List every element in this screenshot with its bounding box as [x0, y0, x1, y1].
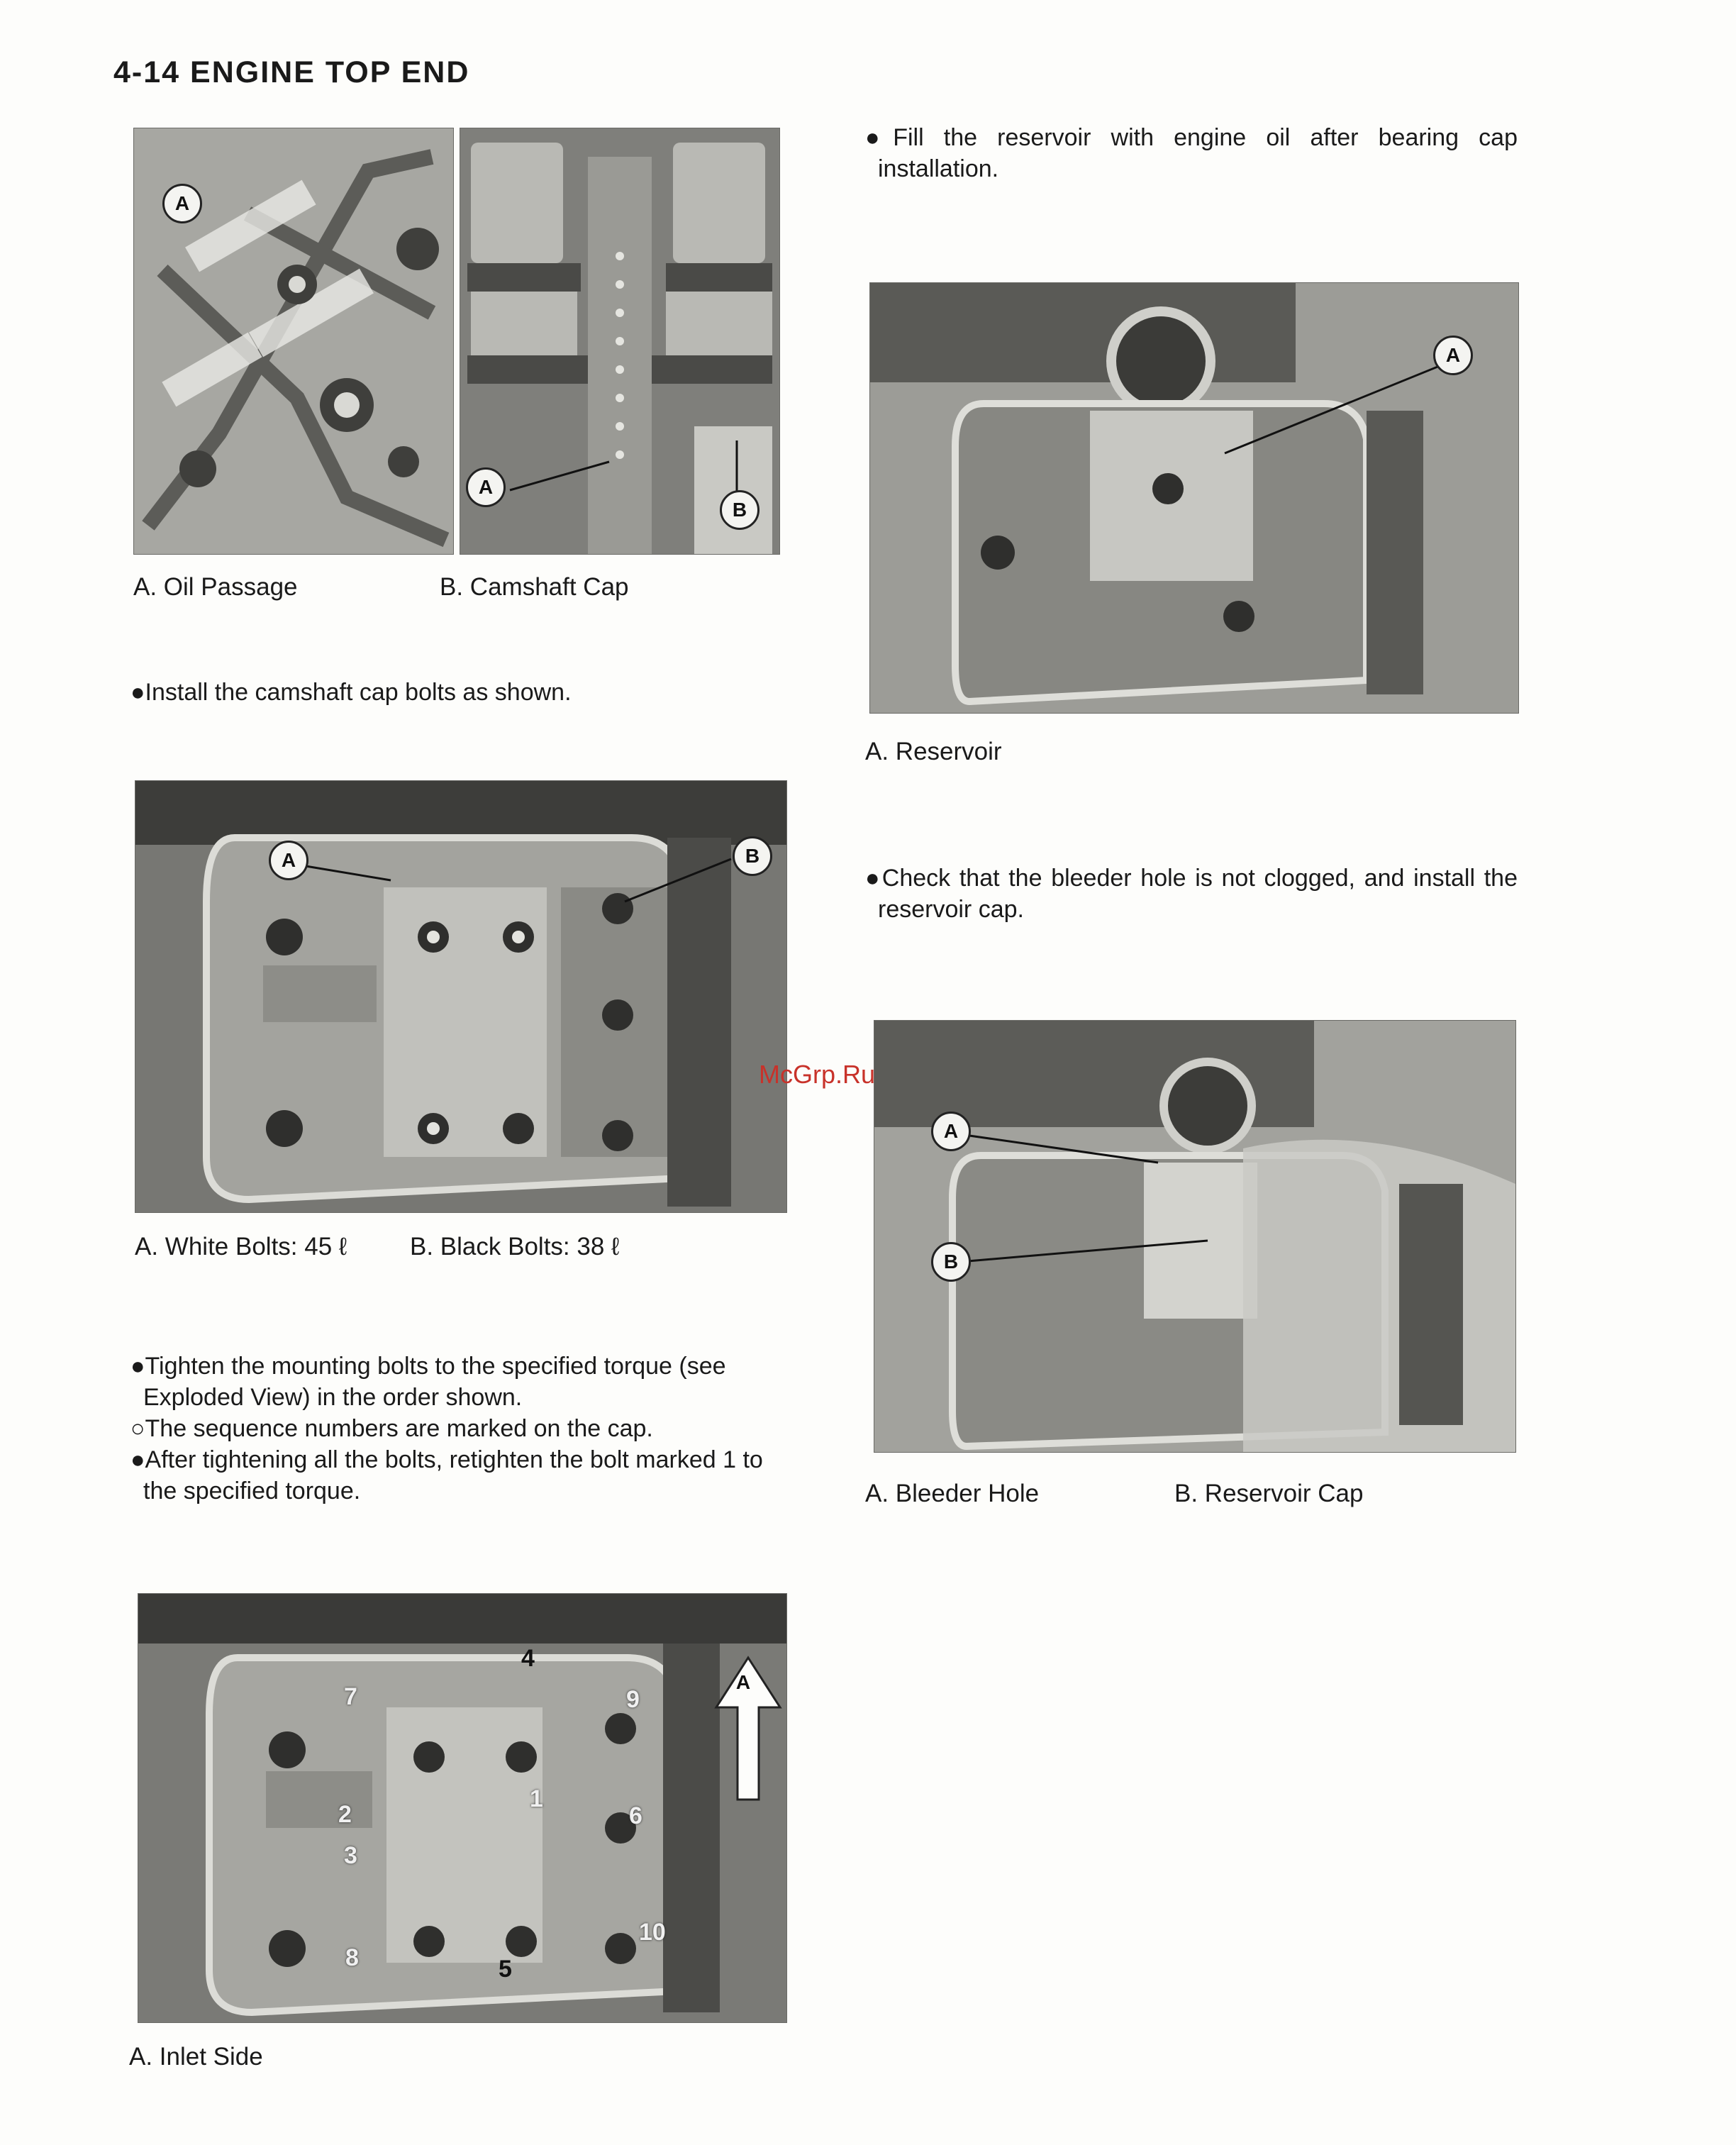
sequence-number-2: 2	[338, 1801, 352, 1828]
instruction-install-bolts: ●Install the camshaft cap bolts as shown…	[130, 679, 572, 706]
instruction-check-bleeder: ●Check that the bleeder hole is not clog…	[865, 865, 1518, 923]
callout-a-oil-passage-2: A	[466, 467, 506, 507]
caption-white-bolts: A. White Bolts: 45 ℓ	[135, 1233, 347, 1260]
sequence-number-10: 10	[639, 1919, 666, 1946]
caption-reservoir-cap: B. Reservoir Cap	[1174, 1480, 1364, 1507]
caption-reservoir: A. Reservoir	[865, 738, 1002, 765]
instruction-retighten: ●After tightening all the bolts, retight…	[130, 1446, 763, 1504]
sequence-number-3: 3	[344, 1842, 357, 1869]
bleeder-hole-photo: A B	[874, 1020, 1516, 1453]
reservoir-photo: A	[869, 282, 1519, 714]
sequence-number-8: 8	[345, 1944, 359, 1971]
callout-a-reservoir: A	[1433, 336, 1473, 375]
camshaft-bolts-photo: A B	[135, 780, 787, 1213]
page-title: 4-14 ENGINE TOP END	[113, 55, 470, 89]
watermark: McGrp.Ru	[759, 1060, 876, 1089]
oil-passage-photo: A	[133, 128, 454, 555]
caption-camshaft-cap: B. Camshaft Cap	[440, 573, 629, 601]
instruction-sequence-numbers: ○The sequence numbers are marked on the …	[130, 1415, 653, 1442]
instructions-tighten: ●Tighten the mounting bolts to the speci…	[130, 1351, 784, 1507]
sequence-number-6: 6	[629, 1802, 642, 1829]
caption-black-bolts: B. Black Bolts: 38 ℓ	[410, 1233, 620, 1260]
camshaft-cap-photo: A B	[460, 128, 780, 555]
sequence-number-1: 1	[530, 1785, 543, 1812]
sequence-number-5: 5	[499, 1956, 512, 1983]
tightening-sequence-photo: A 1 2 3 4 5 6 7 8 9 10	[138, 1593, 787, 2023]
callout-b-reservoir-cap: B	[931, 1242, 971, 1282]
sequence-number-4: 4	[521, 1645, 535, 1672]
callout-a-white-bolts: A	[269, 841, 308, 880]
caption-bleeder-hole: A. Bleeder Hole	[865, 1480, 1040, 1507]
caption-inlet-side: A. Inlet Side	[129, 2043, 263, 2071]
callout-b-black-bolts: B	[733, 836, 772, 876]
callout-b-camshaft-cap: B	[720, 490, 760, 530]
callout-a-oil-passage: A	[162, 184, 202, 223]
instruction-fill-reservoir: ●Fill the reservoir with engine oil afte…	[865, 124, 1518, 182]
caption-oil-passage: A. Oil Passage	[133, 573, 298, 601]
sequence-number-7: 7	[344, 1683, 357, 1710]
callout-a-inlet-side: A	[735, 1671, 751, 1693]
instruction-tighten-torque: ●Tighten the mounting bolts to the speci…	[130, 1353, 726, 1411]
sequence-number-9: 9	[626, 1686, 640, 1713]
callout-a-bleeder-hole: A	[931, 1112, 971, 1151]
